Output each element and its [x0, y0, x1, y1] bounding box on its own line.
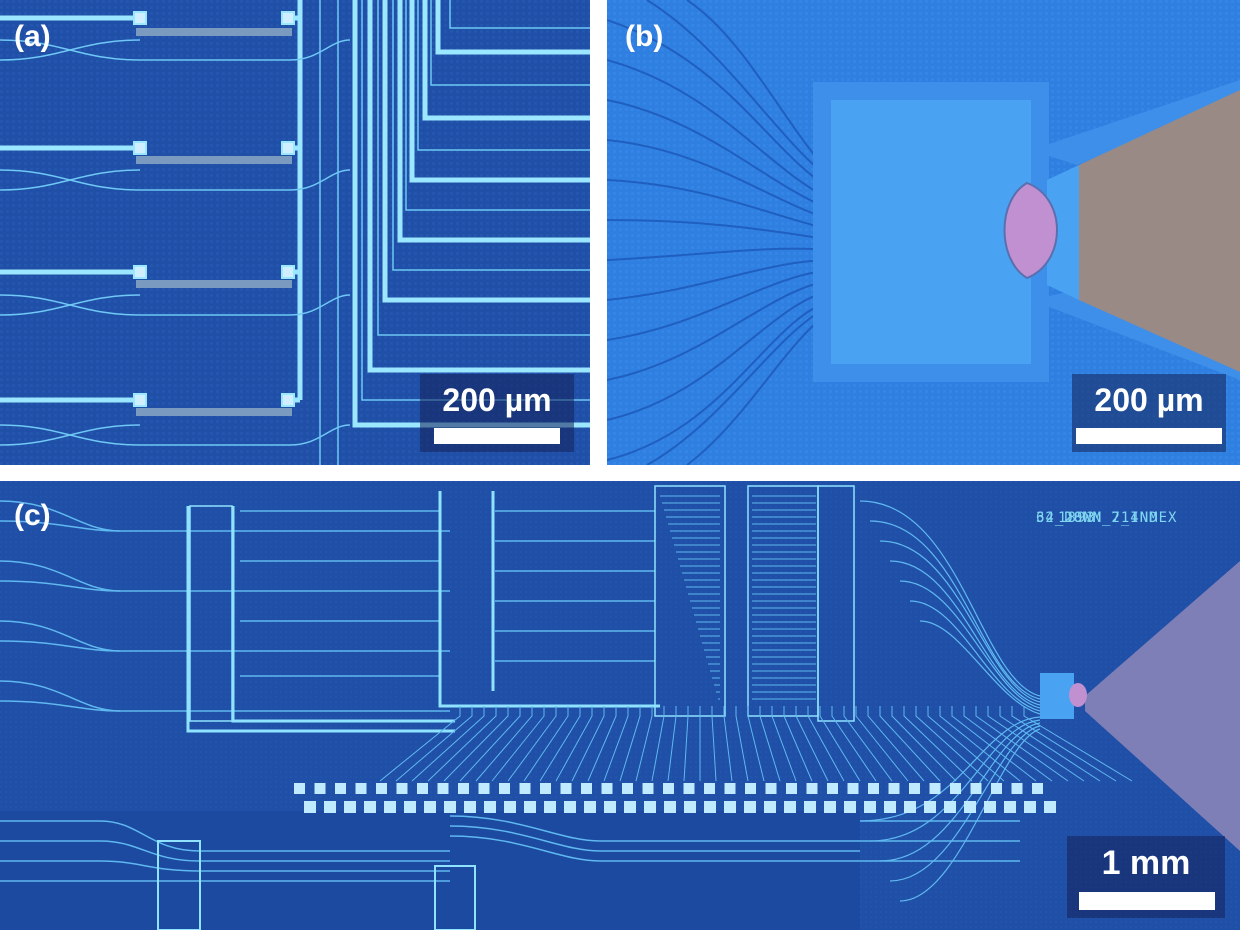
panel-b-scalebar-text: 200 µm: [1094, 382, 1204, 418]
panel-a: (a) 200 µm: [0, 0, 590, 465]
panel-b-scalebar-bar: [1076, 428, 1222, 444]
chip-label-line-3: 1893: [1058, 510, 1096, 526]
panel-c-label: (c): [14, 499, 51, 532]
panel-a-scalebar: 200 µm: [420, 374, 574, 452]
panel-a-scalebar-text: 200 µm: [442, 382, 552, 418]
chip-label-line-2: 64_DOWN_2_INDEX: [1036, 510, 1178, 526]
panel-c-image: [0, 481, 1240, 930]
panel-c-scalebar-bar: [1079, 892, 1215, 910]
panel-b: (b) 200 µm: [607, 0, 1240, 465]
panel-c: (c) 32_28NM_714NM 64_DOWN_2_INDEX 1893 1…: [0, 481, 1240, 930]
panel-c-scalebar-text: 1 mm: [1101, 844, 1191, 882]
panel-c-scalebar: 1 mm: [1067, 836, 1225, 918]
panel-a-image: [0, 0, 590, 465]
panel-b-label: (b): [625, 20, 664, 53]
panel-a-scalebar-bar: [434, 428, 560, 444]
chip-label-line-1: 32_28NM_714NM: [1036, 510, 1159, 526]
panel-b-scalebar: 200 µm: [1072, 374, 1226, 452]
panel-a-label: (a): [14, 20, 51, 53]
